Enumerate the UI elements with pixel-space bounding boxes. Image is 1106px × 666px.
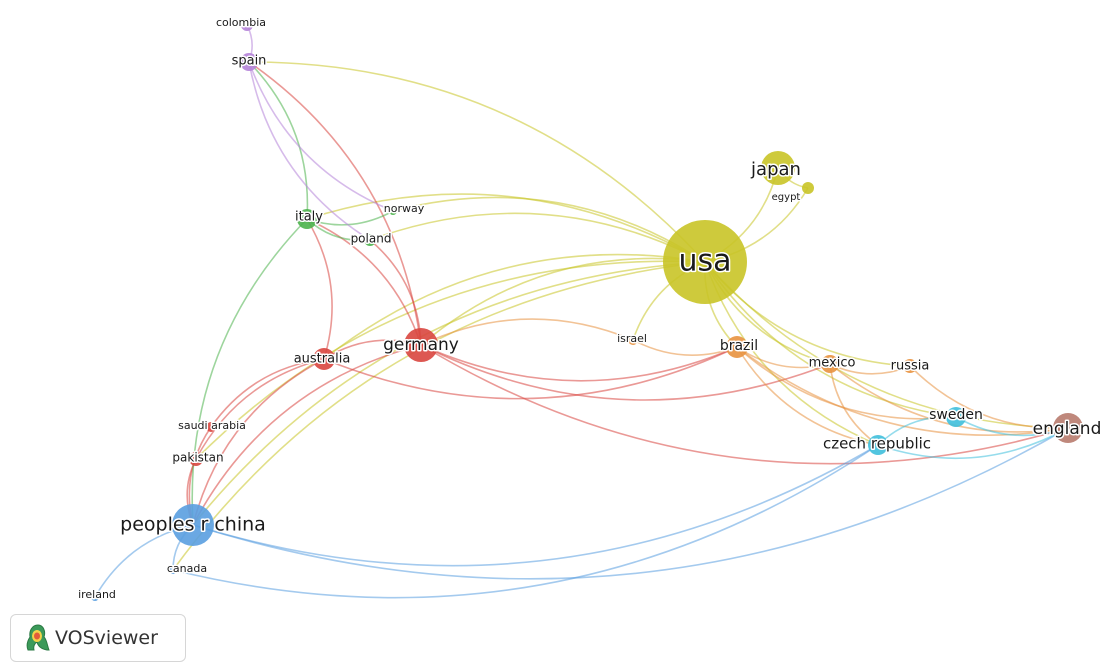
label-poland: poland	[351, 232, 392, 246]
link-germany-italy	[306, 218, 422, 346]
label-israel: israel	[617, 332, 647, 345]
link-germany-england	[420, 344, 1069, 465]
node-japan[interactable]	[761, 151, 795, 185]
link-canada-czech_republic	[172, 444, 879, 599]
link-usa-pakistan	[195, 260, 706, 460]
label-ireland: ireland	[78, 588, 116, 601]
node-brazil[interactable]	[726, 336, 748, 358]
node-egypt[interactable]	[802, 182, 814, 194]
link-usa-germany	[420, 257, 706, 346]
label-peoples_r_china: peoples r china	[120, 514, 266, 536]
node-pakistan[interactable]	[189, 452, 203, 466]
link-israel-brazil	[632, 339, 738, 356]
label-norway: norway	[384, 202, 425, 215]
link-usa-australia	[323, 253, 706, 360]
node-sweden[interactable]	[946, 407, 966, 427]
link-spain-norway	[248, 61, 394, 212]
node-germany[interactable]	[404, 328, 438, 362]
link-italy-peoples_r_china	[191, 218, 308, 526]
link-russia-england	[909, 365, 1069, 429]
node-czech_republic[interactable]	[868, 435, 888, 455]
label-saudi_arabia: saudi arabia	[178, 419, 246, 432]
label-pakistan: pakistan	[172, 451, 223, 465]
node-australia[interactable]	[313, 348, 335, 370]
link-usa-italy	[306, 193, 706, 263]
link-brazil-czech_republic	[736, 346, 879, 446]
label-japan: japan	[750, 159, 801, 180]
node-mexico[interactable]	[821, 355, 839, 373]
label-australia: australia	[294, 352, 351, 367]
node-peoples_r_china[interactable]	[172, 504, 214, 546]
vosviewer-icon	[26, 624, 50, 651]
node-ireland[interactable]	[91, 593, 99, 601]
label-italy: italy	[295, 210, 323, 225]
link-usa-spain	[248, 61, 706, 263]
node-spain[interactable]	[240, 53, 258, 71]
label-brazil: brazil	[720, 338, 758, 354]
node-canada[interactable]	[169, 566, 177, 574]
node-russia[interactable]	[903, 359, 917, 373]
node-england[interactable]	[1053, 413, 1083, 443]
link-mexico-england	[829, 363, 1069, 433]
node-usa[interactable]	[663, 220, 747, 304]
link-mexico-czech_republic	[829, 363, 879, 446]
link-usa-canada	[172, 261, 706, 571]
link-australia-pakistan	[195, 358, 325, 460]
node-poland[interactable]	[364, 234, 376, 246]
link-peoples_r_china-england	[192, 427, 1069, 580]
link-australia-saudi_arabia	[210, 358, 325, 428]
link-italy-spain	[248, 61, 309, 220]
link-spain-poland	[248, 61, 371, 241]
label-england: england	[1033, 419, 1102, 439]
node-norway[interactable]	[389, 207, 397, 215]
link-germany-mexico	[420, 344, 831, 401]
link-australia-italy	[306, 218, 333, 360]
node-colombia[interactable]	[241, 19, 253, 31]
label-czech_republic: czech republic	[823, 435, 931, 453]
link-australia-peoples_r_china	[192, 358, 325, 526]
node-italy[interactable]	[297, 209, 317, 229]
node-layer	[91, 19, 1083, 601]
link-israel-germany	[420, 318, 634, 346]
link-germany-spain	[248, 61, 422, 346]
node-israel[interactable]	[628, 335, 638, 345]
label-layer: usa japan egypt germany australia saudi arabi…	[77, 15, 1103, 603]
label-spain: spain	[232, 54, 267, 69]
label-germany: germany	[383, 335, 459, 355]
link-layer	[94, 24, 1069, 599]
label-russia: russia	[891, 359, 930, 374]
link-usa-poland	[369, 212, 706, 263]
label-egypt: egypt	[772, 192, 801, 203]
label-sweden: sweden	[929, 407, 983, 423]
label-mexico: mexico	[809, 356, 856, 371]
link-germany-peoples_r_china	[192, 344, 422, 526]
link-australia-brazil	[323, 346, 738, 400]
link-usa-england	[704, 261, 1069, 429]
link-peoples_r_china-czech_republic	[192, 444, 879, 567]
node-saudi_arabia[interactable]	[206, 422, 216, 432]
link-usa-norway	[392, 196, 706, 263]
label-canada: canada	[167, 562, 207, 575]
vosviewer-logo: VOSviewer	[10, 614, 186, 662]
link-germany-brazil	[420, 344, 738, 382]
link-czech_republic-england	[877, 427, 1069, 460]
label-colombia: colombia	[216, 16, 266, 29]
label-usa: usa	[678, 244, 731, 279]
link-brazil-england	[736, 346, 1069, 436]
app-name: VOSviewer	[55, 627, 158, 649]
